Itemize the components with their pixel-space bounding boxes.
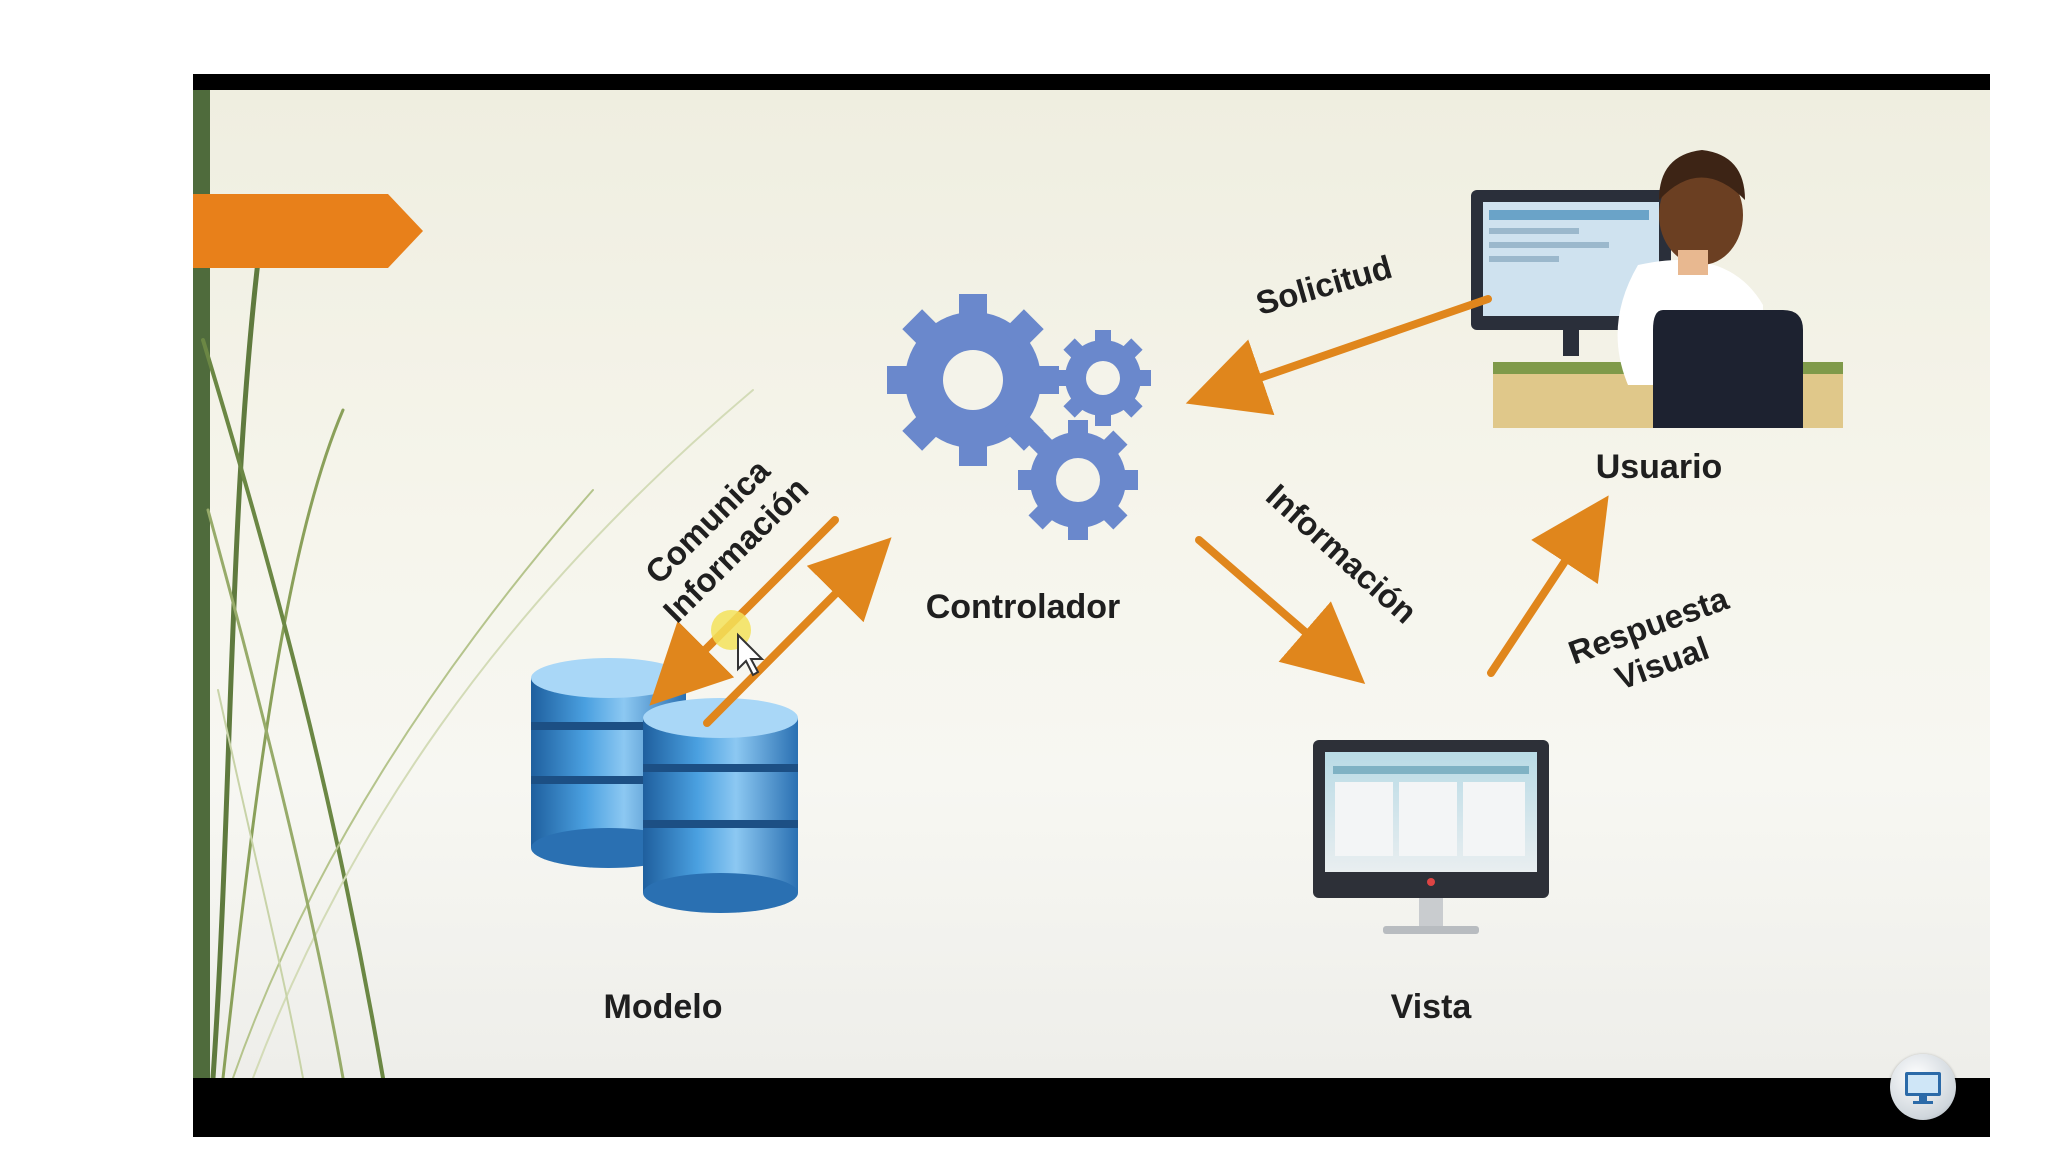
monitor-icon [1313, 740, 1549, 934]
video-bottom-bar [193, 1078, 1990, 1137]
edge-label-information: Información [1259, 477, 1424, 631]
node-view: Vista [1391, 988, 1473, 1026]
edge-label-request: Solicitud [1252, 248, 1396, 322]
node-user: Usuario [1596, 448, 1723, 486]
database-icon [531, 658, 798, 913]
edge-label-communicate: Comunica Información [638, 451, 816, 629]
channel-badge-icon[interactable] [1890, 1054, 1956, 1120]
video-frame: Controlador Usuario [193, 74, 1990, 1137]
slide-accent-bar [193, 90, 210, 1078]
edge-controller-to-model [649, 516, 839, 706]
orange-tab-shape [193, 194, 423, 268]
edge-response [1487, 495, 1609, 677]
mvc-diagram: Controlador Usuario [531, 150, 1843, 1026]
edge-label-response: Respuesta Visual [1563, 579, 1733, 697]
user-at-computer-icon [1471, 150, 1843, 428]
cursor-icon [711, 610, 765, 677]
edge-information [1195, 536, 1366, 684]
edge-request [1185, 295, 1492, 416]
grass-decoration [201, 217, 754, 1078]
node-model: Modelo [604, 988, 723, 1026]
gears-icon [887, 294, 1151, 540]
node-controller: Controlador [926, 588, 1121, 626]
slide: Controlador Usuario [193, 90, 1990, 1078]
